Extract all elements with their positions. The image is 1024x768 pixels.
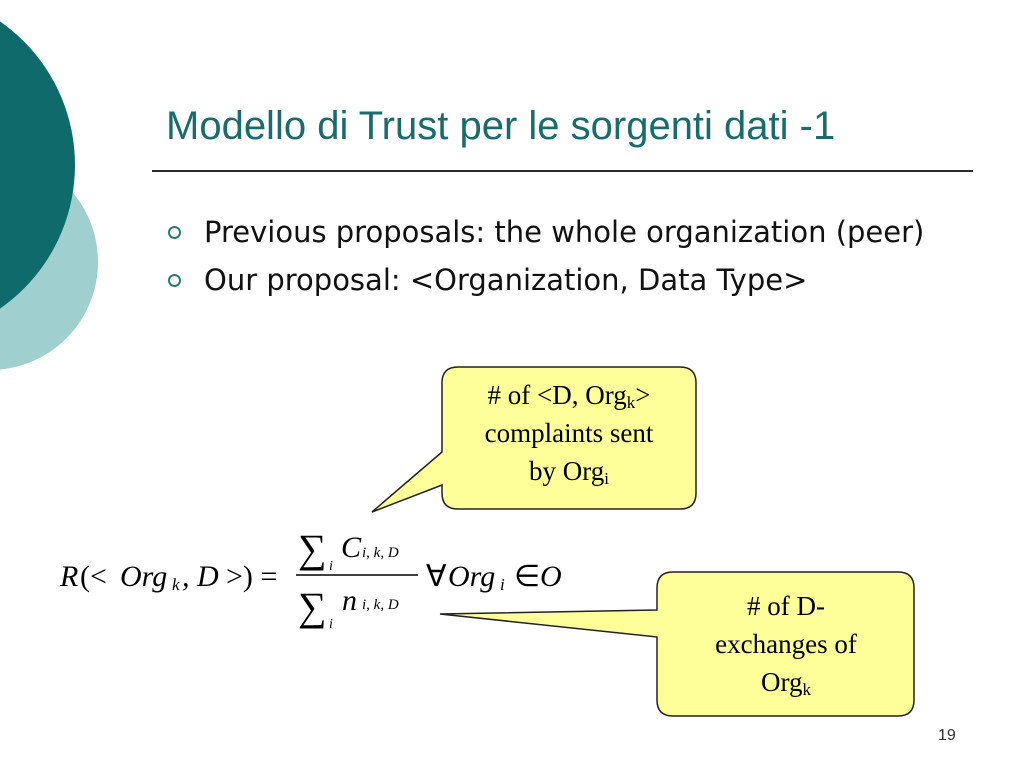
formula-open: (< [80,560,107,593]
bullet-item: Previous proposals: the whole organizati… [160,214,960,250]
bullet-text: Our proposal: <Organization, Data Type> [204,263,808,297]
formula-lhs-org-sub: k [172,575,180,594]
bullet-circle-icon [168,226,181,239]
slide-title: Modello di Trust per le sorgenti dati -1 [166,104,836,148]
decorative-circles [0,21,98,370]
dark-teal-circle [0,21,75,309]
formula-num-var: C [341,531,362,564]
title-divider [152,170,973,172]
callout-top-text: # of <D, Orgk> complaints sent by Orgi [446,376,692,490]
callout-top-line2: complaints sent [484,418,654,448]
page-number: 19 [938,727,956,744]
formula-den-var: n [342,584,357,617]
callout-bottom-line2: exchanges of [715,629,857,659]
formula-num-sigma-sub: i [329,559,333,574]
formula-in: ∈ [514,560,540,593]
formula-lhs-org: Org [120,560,167,593]
bullet-circle-icon [168,274,181,287]
callout-bottom-line3: Orgk [760,667,811,699]
formula-forall: ∀ [426,560,447,593]
callout-top-line3: by Orgi [529,456,609,488]
formula-num-sigma: ∑ [298,526,327,571]
callout-top-bubble [371,366,697,513]
formula-lhs-comma-d: , D [182,560,219,593]
formula-close-equals: >) = [226,560,277,593]
formula-den-sigma-sub: i [329,617,333,632]
formula-num-var-sub: i, k, D [362,545,399,561]
callout-bottom-bubble [439,571,915,717]
formula-R: R [59,560,78,593]
callout-bottom-text: # of D- exchanges of Orgk [662,587,910,701]
bullet-item: Our proposal: <Organization, Data Type> [160,262,960,298]
callout-bottom-line1: # of D- [747,591,825,621]
formula-rhs-org-sub: i [500,575,505,594]
formula-den-sigma: ∑ [298,584,327,629]
formula-den-var-sub: i, k, D [362,597,399,613]
bullet-text: Previous proposals: the whole organizati… [204,215,925,249]
formula-rhs-org: Org [448,560,495,593]
bullet-list: Previous proposals: the whole organizati… [160,214,960,310]
callout-top-line1: # of <D, Orgk> [487,380,651,412]
formula-set: O [540,560,562,593]
